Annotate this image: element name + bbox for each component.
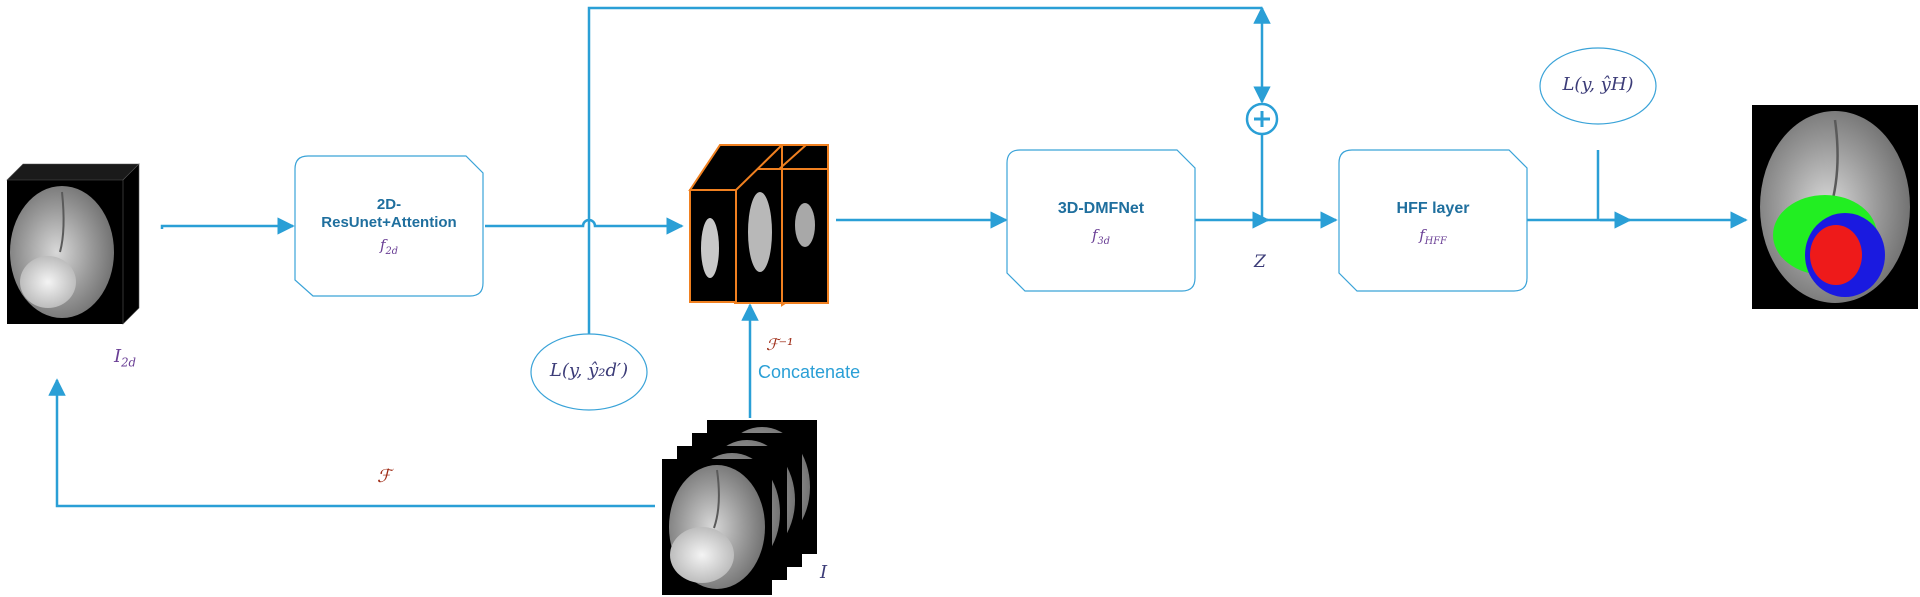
skip-connection-top xyxy=(587,6,1262,334)
hff-box xyxy=(1338,149,1528,292)
loss-2d-ellipse xyxy=(530,333,648,411)
resunet-title: 2D-ResUnet+Attention xyxy=(321,196,457,231)
dmfnet-box xyxy=(1006,149,1196,292)
loss-hff-ellipse xyxy=(1539,47,1657,125)
plus-circle-icon xyxy=(1245,102,1279,136)
label-concatenate: Concatenate xyxy=(758,362,861,382)
brain-cube-icon xyxy=(6,163,140,325)
arrow-stack-to-input xyxy=(48,378,655,508)
connectors xyxy=(48,6,1748,508)
resunet-func-text: f2d xyxy=(379,236,398,257)
dmfnet-func: f3d xyxy=(1091,226,1110,247)
slice-volume-icon xyxy=(688,144,829,307)
label-i2d: I2d xyxy=(114,346,137,370)
loss-2d-label: L(y, ŷ₂d′) xyxy=(549,360,629,381)
dmfnet-title: 3D-DMFNet xyxy=(1057,200,1145,217)
brain-slice-stack-icon xyxy=(662,420,817,595)
loss-hff-label: L(y, ŷH) xyxy=(1562,74,1634,95)
arrow-input-to-resunet xyxy=(160,217,295,235)
resunet-box xyxy=(294,155,484,297)
segmentation-output-icon xyxy=(1752,105,1918,309)
resunet-func: f2d xyxy=(306,236,472,257)
label-i: I xyxy=(820,562,828,583)
hff-title: HFF layer xyxy=(1396,200,1470,217)
label-z: Z xyxy=(1254,252,1266,272)
label-f-forward: ℱ xyxy=(377,466,392,487)
arrow-resunet-to-volume xyxy=(485,217,684,235)
label-f-inverse: ℱ⁻¹ xyxy=(766,335,794,354)
hff-func: fHFF xyxy=(1419,226,1447,247)
